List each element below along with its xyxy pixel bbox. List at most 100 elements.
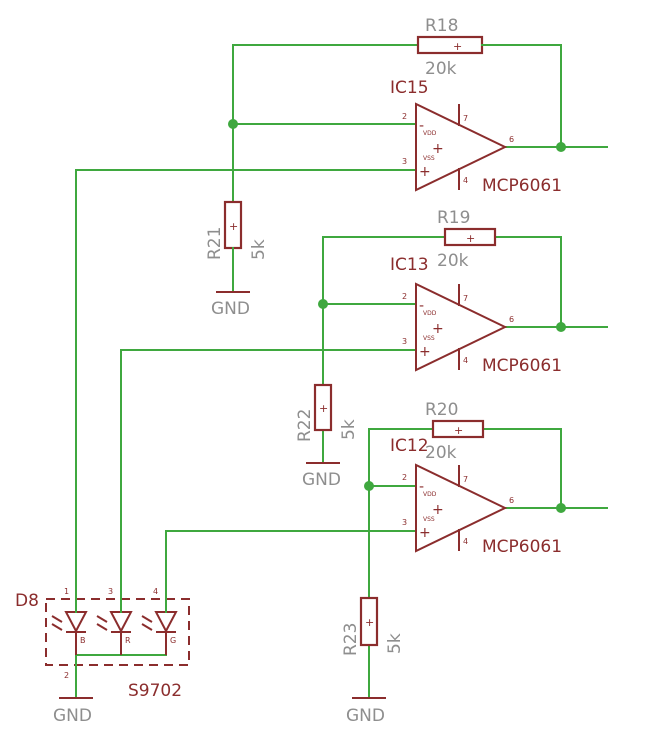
- wire-ic12-noninv: [165, 530, 417, 588]
- resistor-body: [416, 35, 484, 55]
- opamp-ic13: - + + VDD VSS 2 3 6 7 4 IC13 MCP6061: [390, 255, 562, 376]
- wire-r20-right: [482, 428, 562, 509]
- vss-label: VSS: [423, 516, 435, 523]
- opamp-part: MCP6061: [482, 356, 562, 376]
- resistor-ref: R19: [437, 208, 470, 228]
- pin-number: 4: [463, 537, 468, 546]
- resistor-value: 5k: [339, 419, 359, 440]
- pin-number: 6: [509, 315, 514, 324]
- junction-dot: [364, 481, 374, 491]
- resistor-value: 20k: [437, 251, 469, 271]
- resistor-ref: R18: [425, 16, 458, 36]
- vss-label: VSS: [423, 335, 435, 342]
- vdd-label: VDD: [423, 491, 437, 498]
- opamp-part: MCP6061: [482, 537, 562, 557]
- photodiode-b: B: [51, 611, 88, 655]
- center-sign: +: [432, 321, 444, 337]
- photodiode-r: R: [96, 611, 133, 655]
- noninverting-sign: +: [419, 525, 431, 541]
- wire-r19-left: [322, 236, 446, 305]
- opamp-ref: IC15: [390, 78, 429, 98]
- resistor-r23: + R23 5k: [341, 596, 405, 699]
- vdd-label: VDD: [423, 310, 437, 317]
- pin-number: 4: [463, 176, 468, 185]
- junction-dot: [318, 299, 328, 309]
- resistor-body: [443, 227, 497, 247]
- junction-dot: [556, 503, 566, 513]
- resistor-value: 20k: [425, 59, 457, 79]
- pin-number: 3: [402, 157, 407, 166]
- light-arrow: [51, 623, 63, 631]
- opamp-triangle: [415, 102, 508, 192]
- wires: [75, 44, 608, 699]
- opamp-ref: IC12: [390, 436, 429, 456]
- resistor-mark: +: [365, 616, 374, 629]
- opamp-triangle: [415, 463, 508, 553]
- junctions: [228, 119, 566, 513]
- opamp-ic15: - + + VDD VSS 2 3 6 7 4 IC15 MCP6061: [390, 78, 562, 196]
- resistor-ref: R20: [425, 400, 458, 420]
- opamp-ref: IC13: [390, 255, 429, 275]
- vss-label: VSS: [423, 155, 435, 162]
- sensor-d8: B R G 1 3 4 2 D8 S9702: [15, 586, 190, 701]
- gnd-label: GND: [53, 706, 92, 726]
- opamp-triangle: [415, 282, 508, 372]
- light-arrow: [141, 623, 153, 631]
- channel-label: R: [125, 636, 131, 645]
- pin-number: 4: [463, 356, 468, 365]
- resistor-mark: +: [229, 220, 238, 233]
- resistor-ref: R22: [295, 409, 315, 442]
- pin-number: 6: [509, 135, 514, 144]
- wire-ic13-noninv: [120, 349, 417, 588]
- junction-dot: [556, 322, 566, 332]
- resistor-mark: +: [453, 40, 462, 53]
- light-arrow: [96, 623, 108, 631]
- junction-dot: [556, 142, 566, 152]
- noninverting-sign: +: [419, 344, 431, 360]
- gnd-label: GND: [346, 706, 385, 726]
- pin-number: 2: [402, 292, 407, 301]
- diode-triangle: [64, 611, 88, 634]
- channel-label: G: [170, 636, 176, 645]
- junction-dot: [228, 119, 238, 129]
- wire-r18-right: [499, 44, 562, 148]
- center-sign: +: [432, 502, 444, 518]
- light-arrow: [51, 615, 63, 623]
- sensor-part: S9702: [128, 681, 182, 701]
- pin-number: 4: [153, 587, 158, 596]
- opamp-part: MCP6061: [482, 176, 562, 196]
- resistor-mark: +: [454, 424, 463, 437]
- gnd-label: GND: [211, 299, 250, 319]
- resistor-r22: + R22 5k: [295, 383, 359, 464]
- resistor-value: 20k: [425, 443, 457, 463]
- pin-number: 2: [64, 671, 69, 680]
- light-arrow: [96, 615, 108, 623]
- pin-number: 2: [402, 112, 407, 121]
- resistor-body: [359, 596, 379, 647]
- resistor-r21: + R21 5k: [205, 200, 269, 293]
- resistor-mark: +: [466, 232, 475, 245]
- noninverting-sign: +: [419, 164, 431, 180]
- wire-r18-left: [232, 44, 419, 125]
- resistor-body: [313, 383, 333, 432]
- wire-ic15-noninv: [75, 169, 417, 588]
- inverting-sign: -: [419, 479, 424, 495]
- diode-triangle: [109, 611, 133, 634]
- resistor-body: [431, 419, 485, 439]
- vdd-label: VDD: [423, 130, 437, 137]
- center-sign: +: [432, 141, 444, 157]
- pin-number: 7: [463, 114, 468, 123]
- wire-r19-right: [494, 236, 562, 328]
- channel-label: B: [80, 636, 86, 645]
- resistor-mark: +: [319, 402, 328, 415]
- resistor-r18: + R18 20k: [416, 16, 501, 79]
- resistor-ref: R21: [205, 227, 225, 260]
- resistor-r20: + R20 20k: [425, 400, 485, 463]
- pin-number: 7: [463, 294, 468, 303]
- wire-r20-left: [368, 428, 434, 487]
- pin-number: 3: [402, 337, 407, 346]
- photodiode-g: G: [141, 611, 178, 655]
- resistor-value: 5k: [249, 239, 269, 260]
